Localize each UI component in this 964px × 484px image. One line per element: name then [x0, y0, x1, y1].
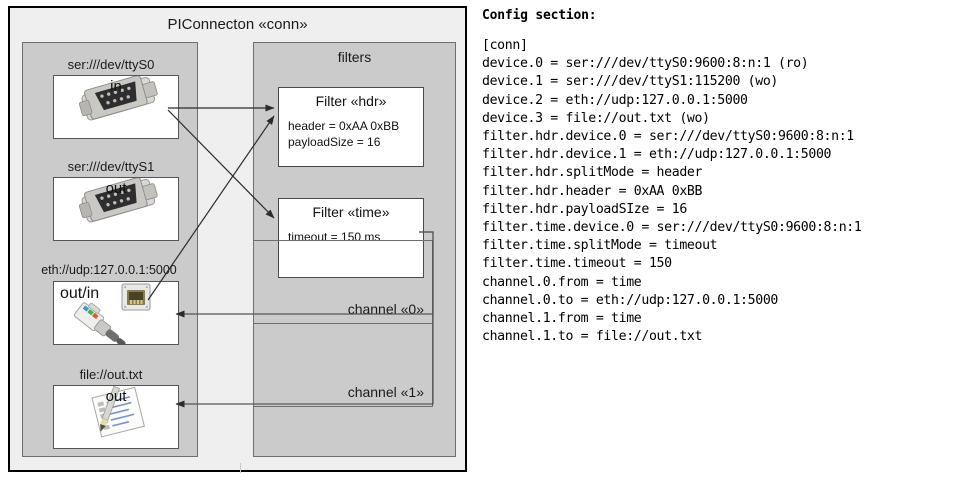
device-io-eth: out/in	[60, 285, 100, 302]
device-io-ttys0: in	[110, 78, 122, 95]
channel-1-label: channel «1»	[347, 384, 424, 400]
serial-port-icon	[78, 76, 158, 121]
device-label-ttys0: ser:///dev/ttyS0	[67, 57, 155, 72]
config-lines: [conn] device.0 = ser:///dev/ttyS0:9600:…	[482, 38, 862, 345]
device-box-eth[interactable]: out/in	[53, 281, 179, 345]
device-label-eth: eth://udp:127.0.0.1:5000	[41, 263, 177, 277]
frame-divider	[240, 463, 241, 473]
text-file-icon	[91, 386, 145, 438]
config-section: Config section: [conn] device.0 = ser://…	[482, 8, 960, 346]
device-label-ttys1: ser:///dev/ttyS1	[67, 159, 155, 174]
filter-hdr-prop-payloadsize: payloadSize = 16	[288, 135, 381, 149]
filter-time-title: Filter «time»	[312, 204, 390, 220]
filters-panel-title: filters	[337, 49, 372, 65]
filter-hdr-prop-header: header = 0xAA 0xBB	[288, 119, 400, 133]
serial-port-icon	[78, 178, 158, 223]
device-label-file: file://out.txt	[79, 367, 143, 382]
filters-panel: filters Filter «hdr» header = 0xAA 0xBB …	[253, 42, 456, 457]
device-box-ttys1[interactable]: out	[53, 177, 179, 241]
device-io-ttys1: out	[105, 180, 127, 197]
filter-hdr-title: Filter «hdr»	[315, 93, 387, 109]
diagram-outer-frame: PIConnecton «conn» ser:///dev/ttyS0 in	[8, 6, 467, 473]
config-heading: Config section:	[482, 8, 597, 23]
diagram-title: PIConnecton «conn»	[167, 16, 308, 33]
device-box-ttys0[interactable]: in	[53, 75, 179, 139]
device-box-file[interactable]: out	[53, 385, 179, 449]
channel-region-1[interactable]: channel «1»	[253, 323, 433, 407]
channel-0-label: channel «0»	[347, 301, 424, 317]
devices-panel: ser:///dev/ttyS0 in	[22, 42, 198, 457]
channel-region-0[interactable]: channel «0»	[253, 240, 433, 324]
filter-hdr-props: header = 0xAA 0xBB payloadSize = 16	[288, 118, 399, 150]
network-jack-icon	[73, 283, 151, 344]
device-io-file: out	[105, 388, 127, 405]
filter-box-hdr[interactable]: Filter «hdr» header = 0xAA 0xBB payloadS…	[278, 87, 424, 167]
